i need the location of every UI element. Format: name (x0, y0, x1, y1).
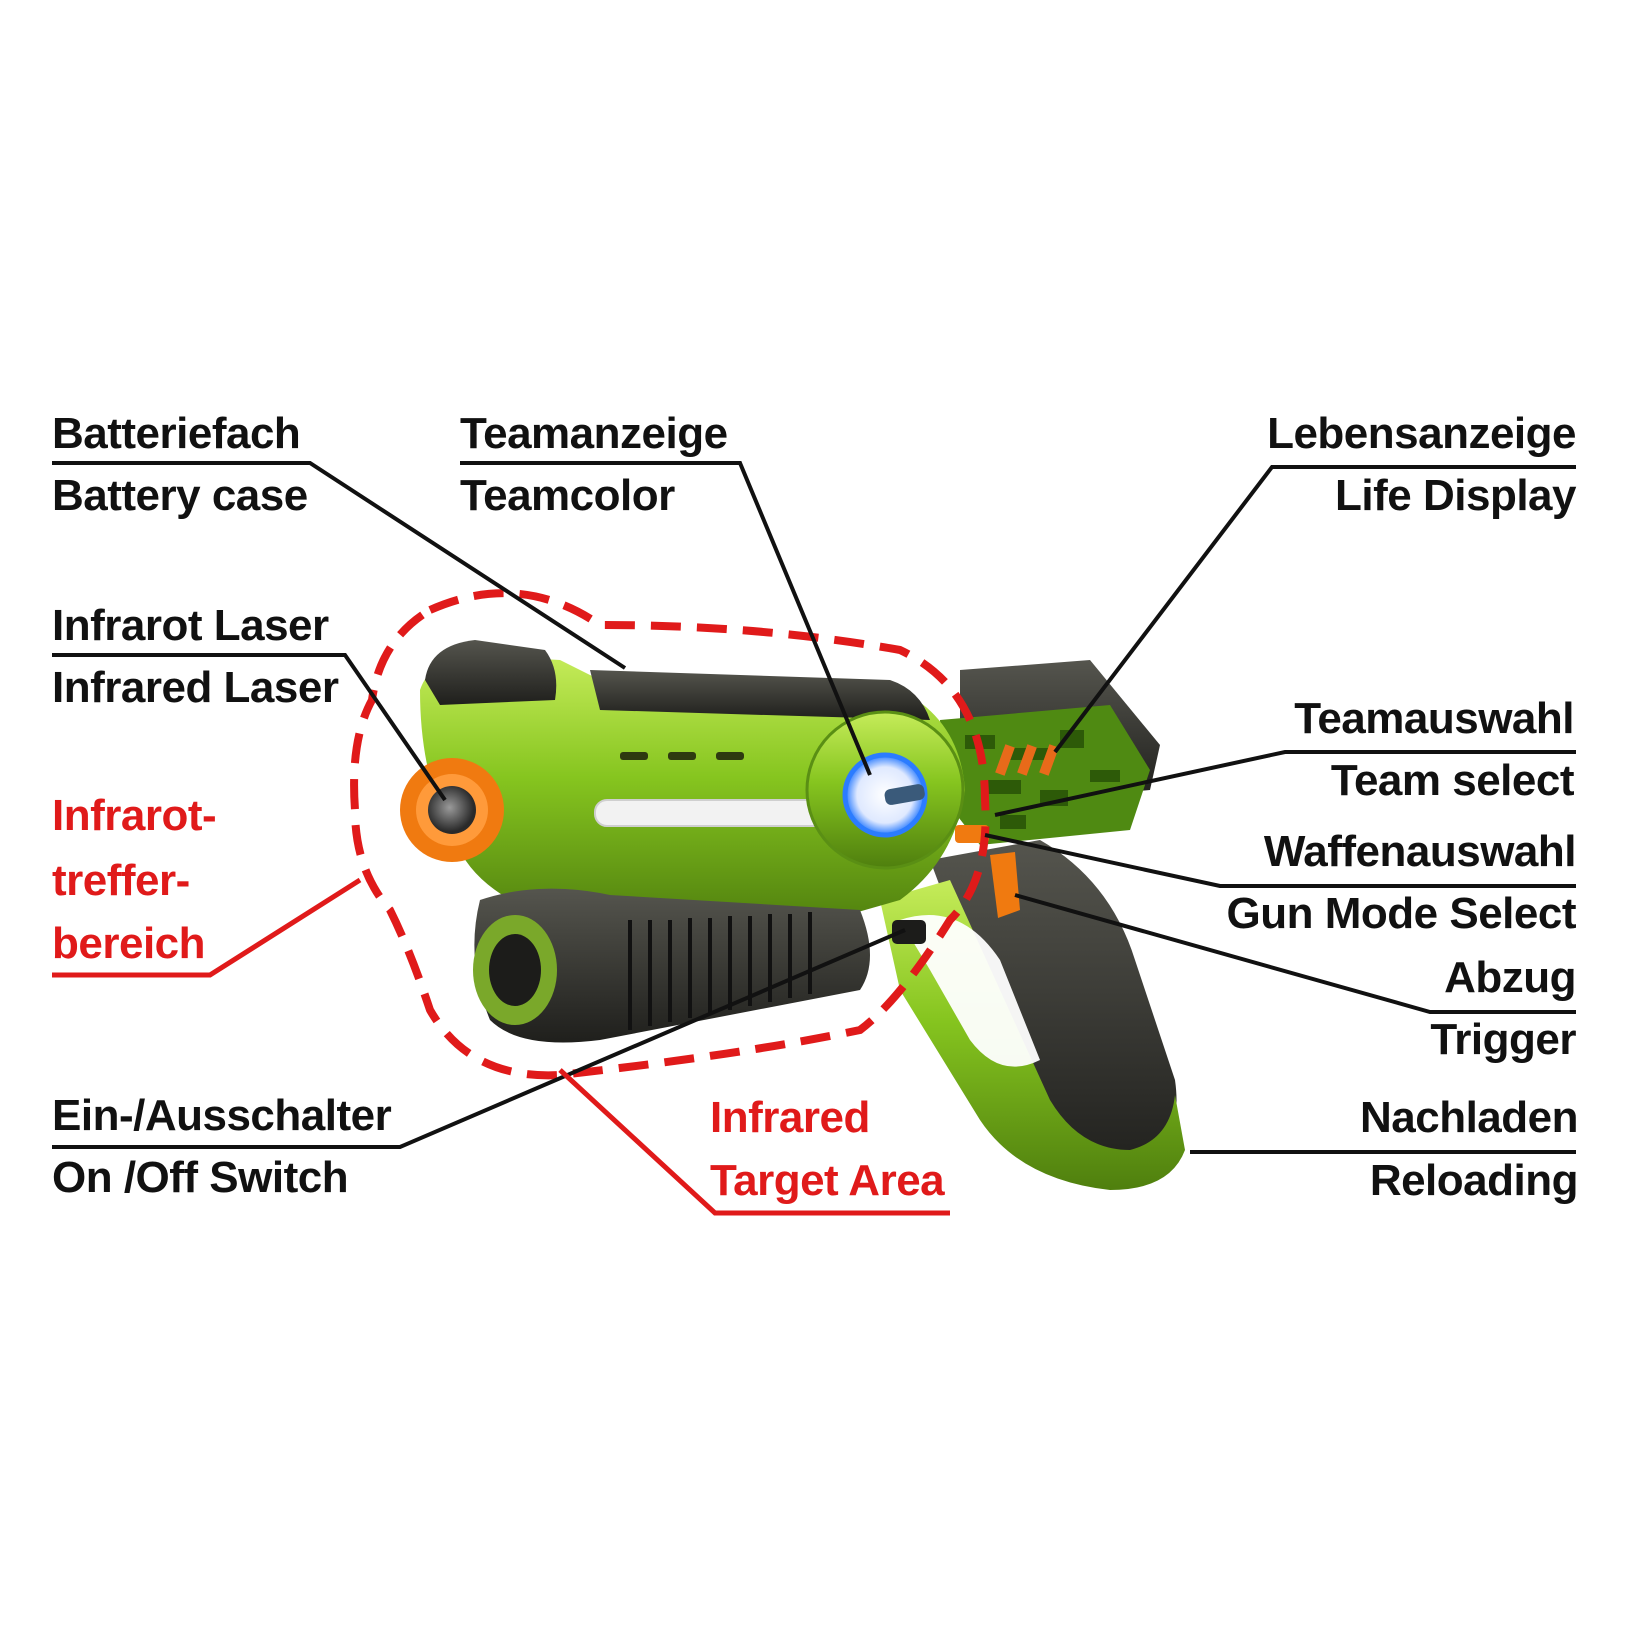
team-select-label-de: Teamauswahl (1294, 694, 1574, 743)
laser-lens (428, 786, 476, 834)
power-switch (892, 920, 926, 944)
life-leds (995, 744, 1059, 776)
hit-area-label-line-1: Infrarot- (52, 791, 217, 840)
team-display-label-en: Teamcolor (460, 471, 675, 520)
trigger-label-de: Abzug (1444, 953, 1576, 1002)
on-off-switch-label-de: Ein-/Ausschalter (52, 1091, 392, 1140)
red-leader-lines (52, 877, 950, 1216)
leader-lines (52, 461, 1576, 1154)
gun-mode-label-de: Waffenauswahl (1263, 827, 1577, 876)
on-off-switch-label-en: On /Off Switch (52, 1153, 349, 1202)
target-area-label-line-2: Target Area (710, 1156, 945, 1205)
hit-area-label-line-3: bereich (52, 919, 206, 968)
infrared-laser-label-de: Infrarot Laser (52, 601, 329, 650)
front-top-block (425, 640, 557, 705)
target-area-label-line-1: Infrared (710, 1093, 870, 1142)
team-select-label-en: Team select (1330, 756, 1575, 805)
vents (620, 752, 744, 760)
battery-case-label-de: Batteriefach (52, 409, 301, 458)
battery-case-label-en: Battery case (52, 471, 308, 520)
infrared-target-area-outline (350, 589, 990, 1080)
team-select-button (955, 825, 989, 843)
reloading-label-de: Nachladen (1359, 1093, 1579, 1142)
trigger-label-en: Trigger (1430, 1015, 1576, 1064)
battery-top (590, 670, 930, 720)
team-display-label-de: Teamanzeige (460, 409, 728, 458)
reloading-label-en: Reloading (1369, 1156, 1579, 1205)
gun-mode-label-en: Gun Mode Select (1226, 889, 1577, 938)
trigger (990, 852, 1020, 918)
light-bar (594, 799, 836, 827)
hit-area-label-line-2: treffer- (52, 856, 190, 905)
infrared-laser-label-en: Infrared Laser (52, 663, 339, 712)
life-display-label-en: Life Display (1335, 471, 1576, 520)
main-body (420, 655, 965, 928)
trigger-guard (900, 915, 1040, 1067)
life-display-label-de: Lebensanzeige (1267, 409, 1576, 458)
